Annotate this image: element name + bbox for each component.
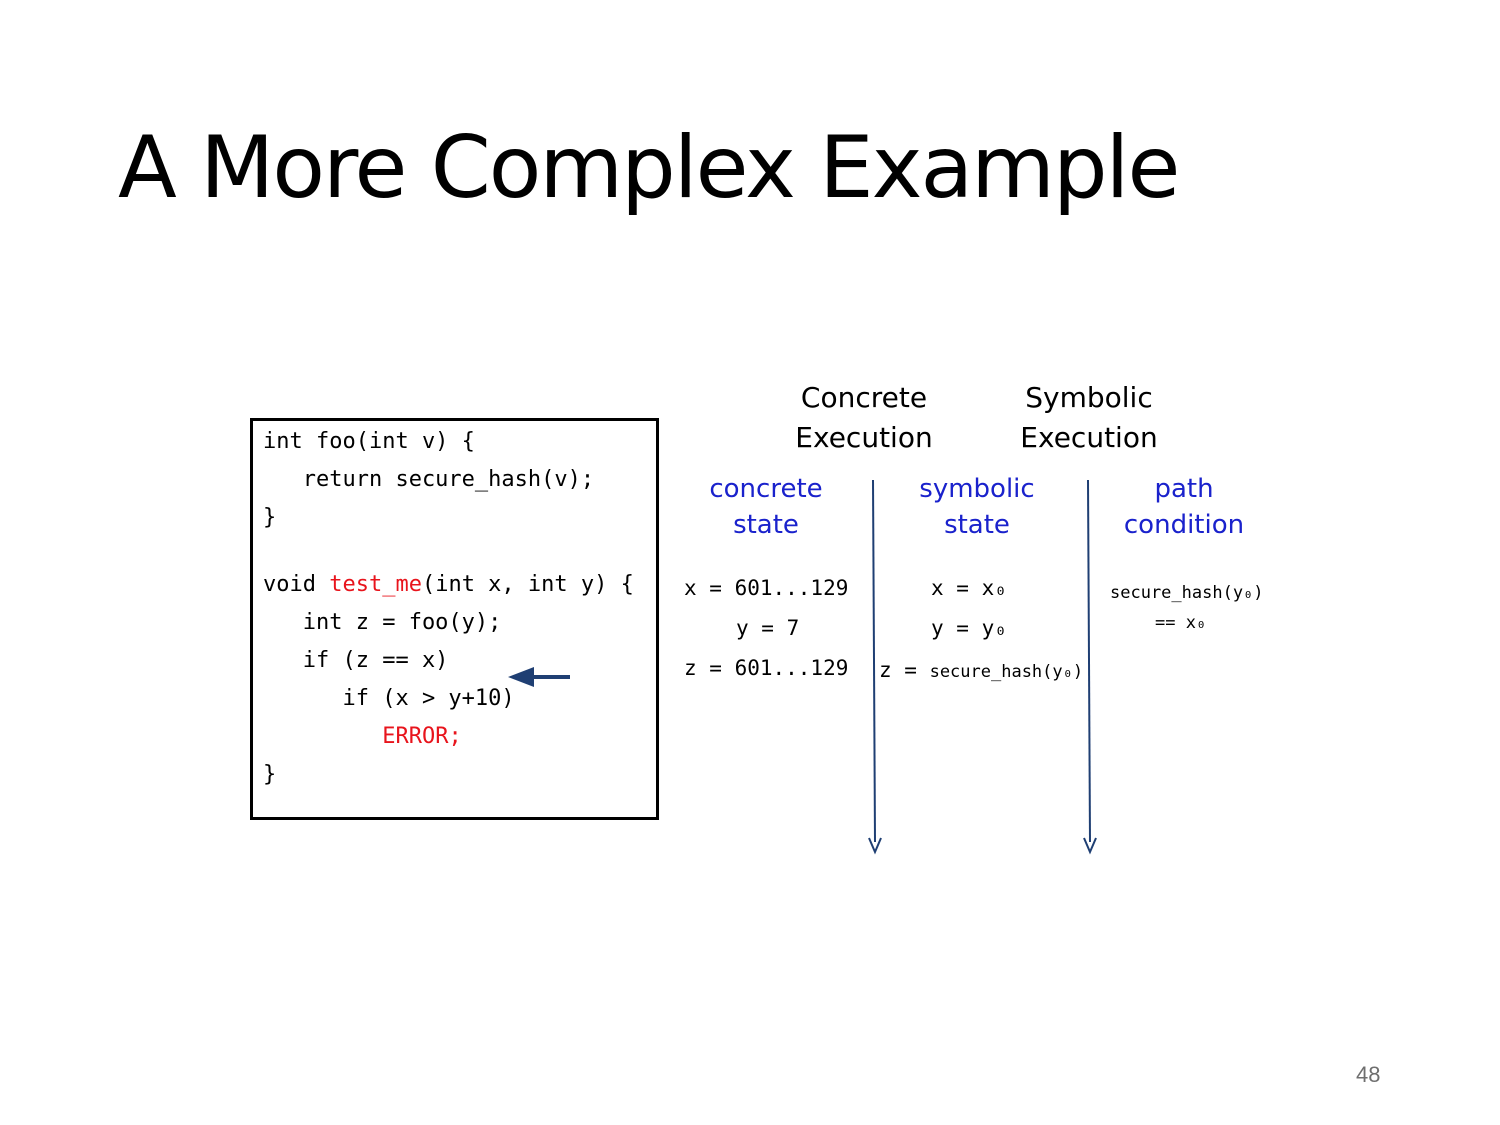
concrete-state-heading: concrete state (709, 474, 823, 540)
timeline-arrow-1-head (868, 837, 882, 855)
symbolic-z-value: z = secure_hash(y₀) (879, 658, 1084, 682)
concrete-execution-header: Concrete Execution (795, 381, 933, 454)
timeline-arrow-2 (1087, 479, 1091, 843)
void-keyword: void (263, 572, 330, 597)
page-number: 48 (1356, 1062, 1381, 1087)
timeline-arrow-2-head (1083, 837, 1097, 855)
symbolic-y-value: y = y₀ (931, 616, 1007, 640)
timeline-arrow-1 (872, 479, 876, 843)
symbolic-x-value: x = x₀ (931, 576, 1007, 600)
concrete-y-value: y = 7 (736, 616, 800, 640)
function-args: (int x, int y) { (421, 572, 634, 597)
error-statement: ERROR; (382, 724, 462, 749)
function-name-test-me: test_me (329, 572, 422, 597)
concrete-z-value: z = 601...129 (684, 656, 849, 680)
code-line-7: if (z == x) (263, 648, 449, 673)
symbolic-state-heading: symbolic state (919, 474, 1035, 540)
symbolic-execution-header: Symbolic Execution (1020, 381, 1158, 454)
code-line-3: } (263, 505, 277, 530)
current-line-arrow-head (508, 667, 534, 687)
code-line-5: void test_me(int x, int y) { (263, 572, 634, 598)
slide-title: A More Complex Example (118, 118, 1180, 218)
path-condition-line-1: secure_hash(y₀) (1110, 583, 1264, 603)
code-line-9: ERROR; (263, 724, 462, 750)
code-line-10: } (263, 762, 277, 787)
path-condition-line-2: == x₀ (1155, 613, 1207, 633)
code-box (250, 418, 659, 820)
path-condition-heading: path condition (1123, 474, 1245, 540)
code-line-8: if (x > y+10) (263, 686, 515, 711)
concrete-x-value: x = 601...129 (684, 576, 849, 600)
code-line-6: int z = foo(y); (263, 610, 502, 635)
code-line-1: int foo(int v) { (263, 429, 475, 454)
code-line-2: return secure_hash(v); (263, 467, 595, 492)
